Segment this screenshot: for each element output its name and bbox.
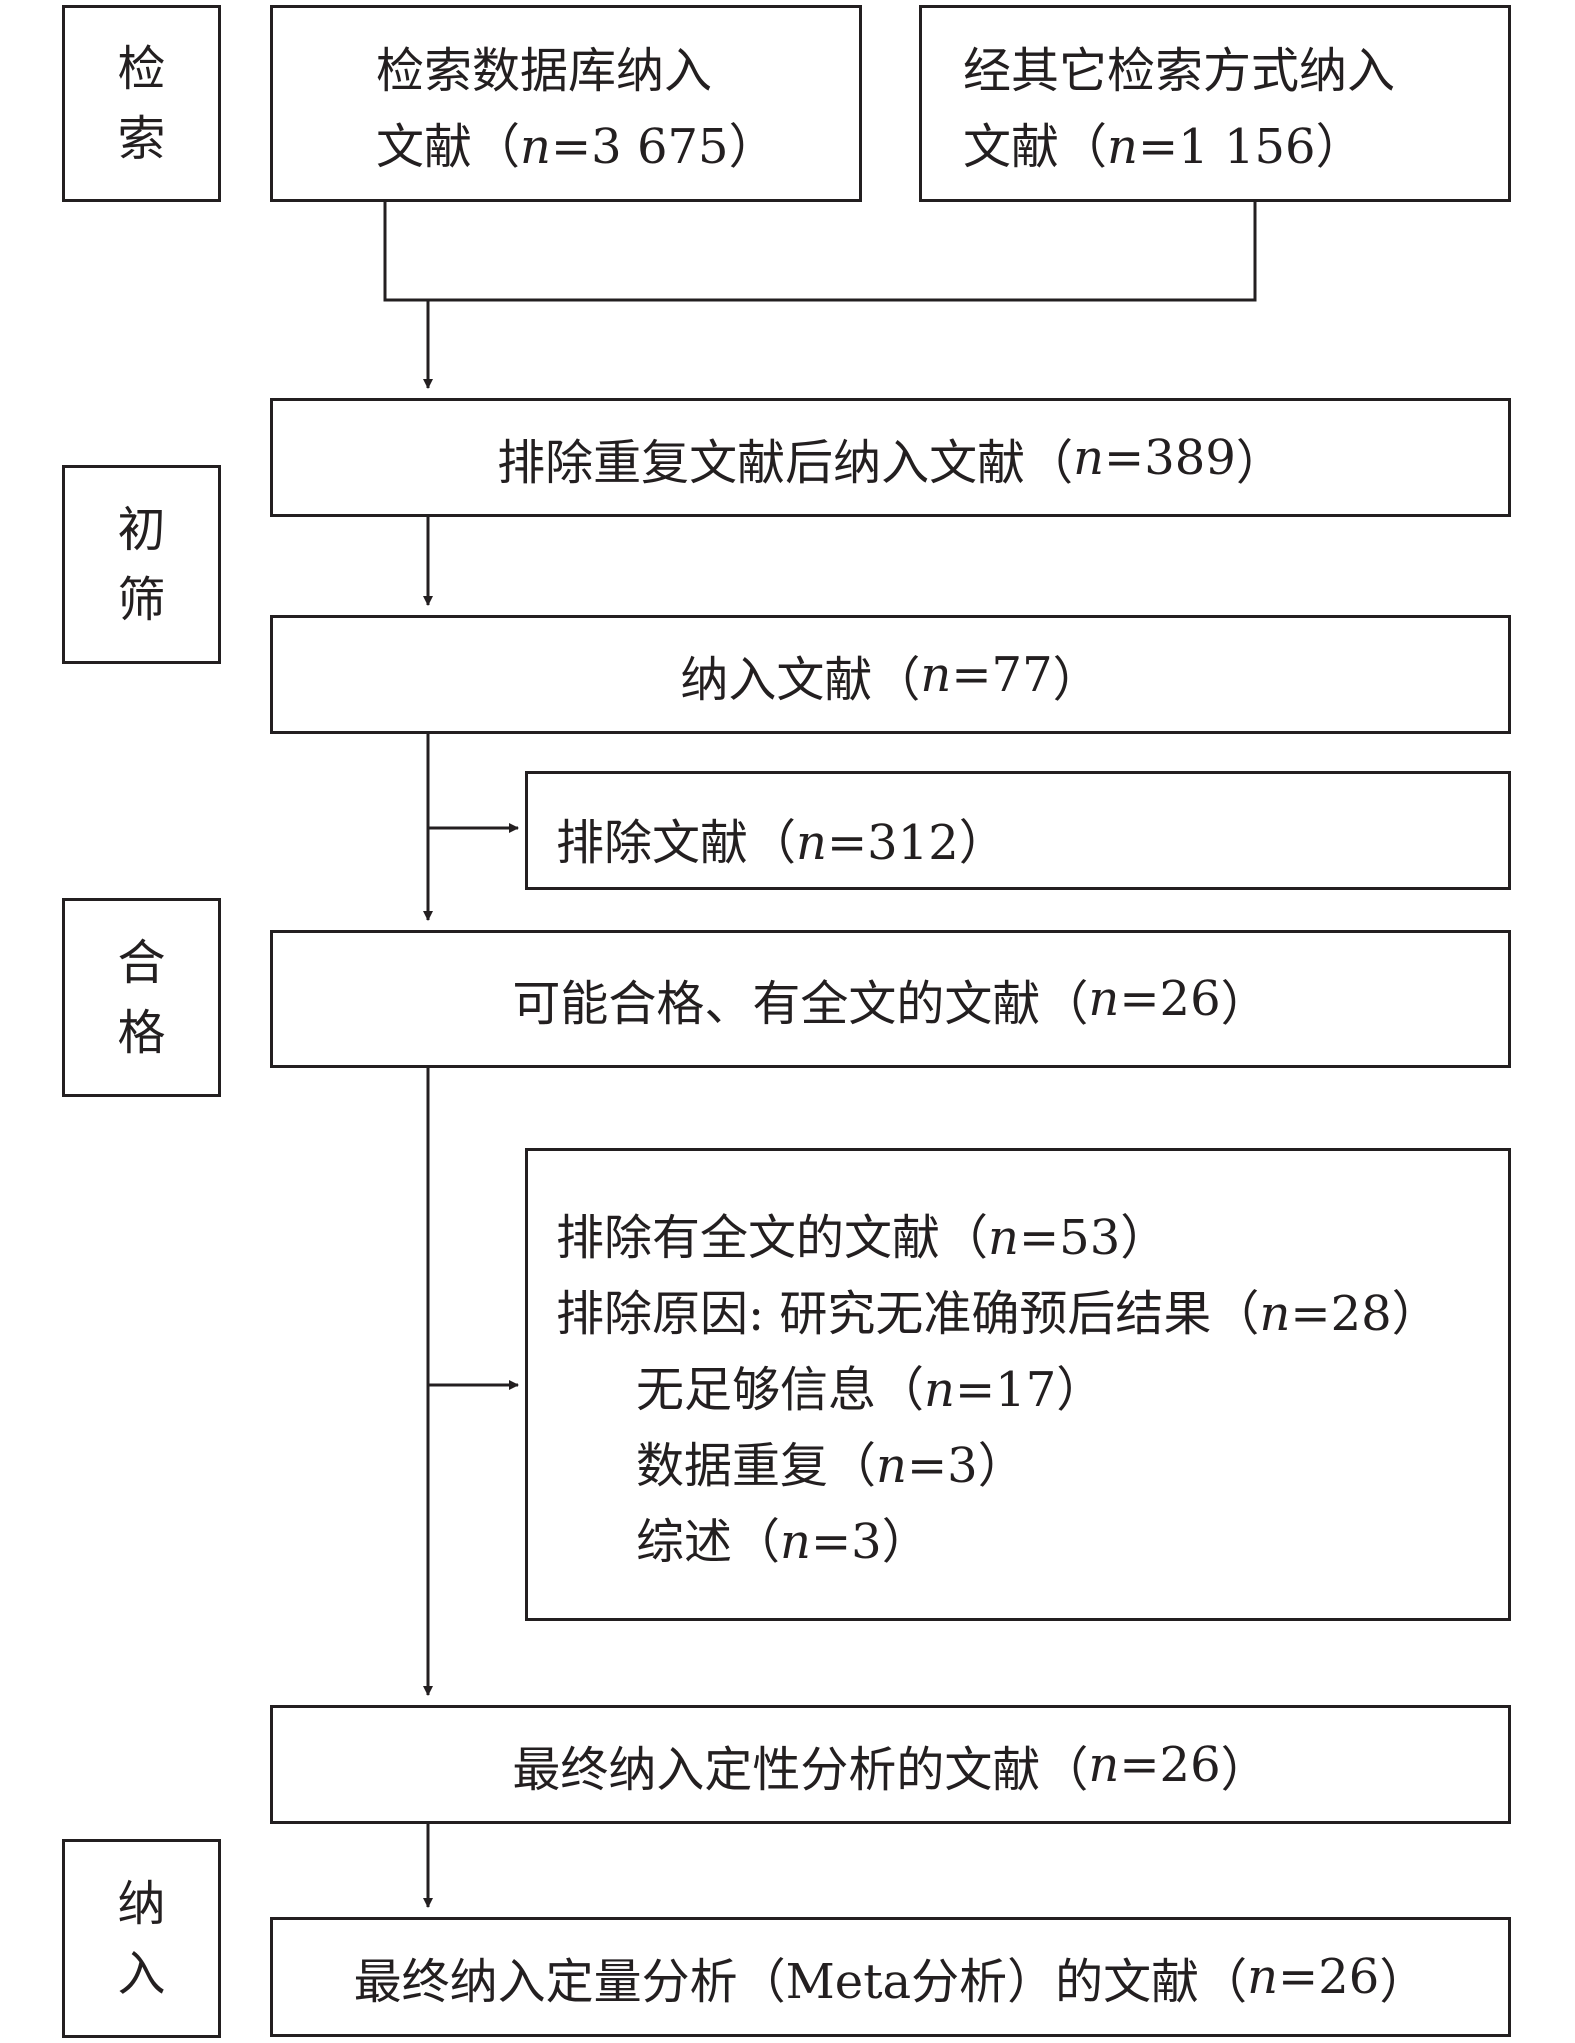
stage-label-screening: 初 筛 <box>62 465 221 664</box>
stage-label-eligibility: 合 格 <box>62 898 221 1097</box>
merge-connector <box>383 200 1257 302</box>
database-records-box: 检索数据库纳入 文献（n=3 675） <box>270 5 862 202</box>
stage-label-search: 检 索 <box>62 5 221 202</box>
excluded-reason-line: 排除原因: 研究无准确预后结果（n=28） <box>556 1286 1440 1342</box>
qualitative-box: 最终纳入定性分析的文献（n=26） <box>270 1705 1511 1824</box>
excluded-total-line: 排除有全文的文献（n=53） <box>556 1210 1169 1266</box>
full-text-box: 可能合格、有全文的文献（n=26） <box>270 930 1511 1068</box>
fulltext-excluded-box: 排除有全文的文献（n=53） 排除原因: 研究无准确预后结果（n=28） 无足够… <box>525 1148 1511 1621</box>
excluded-reason-line: 无足够信息（n=17） <box>636 1362 1105 1418</box>
screened-included-box: 纳入文献（n=77） <box>270 615 1511 734</box>
excluded-reason-line: 综述（n=3） <box>636 1514 930 1570</box>
stage-label-included: 纳 入 <box>62 1839 221 2038</box>
quantitative-box: 最终纳入定量分析（Meta分析）的文献（n=26） <box>270 1917 1511 2037</box>
other-sources-box: 经其它检索方式纳入 文献（n=1 156） <box>919 5 1511 202</box>
excluded-reason-line: 数据重复（n=3） <box>636 1438 1026 1494</box>
screened-excluded-box: 排除文献（n=312） <box>525 771 1511 890</box>
after-duplicates-box: 排除重复文献后纳入文献（n=389） <box>270 398 1511 517</box>
